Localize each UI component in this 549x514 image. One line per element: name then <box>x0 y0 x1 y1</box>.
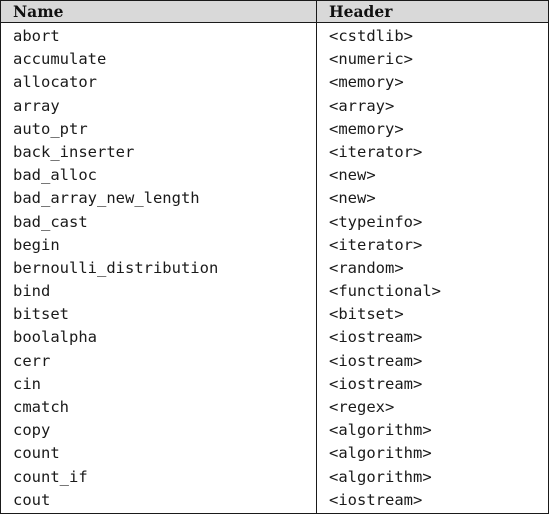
cell-name: copy <box>13 421 51 440</box>
table-row: bind <functional> <box>1 280 548 303</box>
cell-name: auto_ptr <box>13 119 88 138</box>
cell-header: <iterator> <box>329 142 423 161</box>
table-row: auto_ptr <memory> <box>1 118 548 141</box>
table-row: back_inserter <iterator> <box>1 141 548 164</box>
table-row: bad_array_new_length <new> <box>1 187 548 210</box>
table-row: count <algorithm> <box>1 442 548 465</box>
table-row: cout <iostream> <box>1 489 548 512</box>
cell-header: <regex> <box>329 398 395 416</box>
table-row: copy <algorithm> <box>1 419 548 442</box>
table-row: bad_alloc <new> <box>1 164 548 187</box>
cell-name: accumulate <box>13 50 107 69</box>
cell-name: allocator <box>13 73 97 92</box>
cell-name: count <box>13 444 60 463</box>
cell-name: boolalpha <box>13 328 97 347</box>
cell-name: bernoulli_distribution <box>13 258 219 277</box>
table-row: accumulate <numeric> <box>1 48 548 71</box>
cell-header: <bitset> <box>329 305 404 324</box>
table-row: count_if <algorithm> <box>1 466 548 489</box>
column-header-header: Header <box>329 2 393 21</box>
cell-header: <numeric> <box>329 50 413 69</box>
cell-name: bitset <box>13 305 69 324</box>
table-row: cmatch <regex> <box>1 396 548 419</box>
table-row: allocator <memory> <box>1 71 548 94</box>
cell-header: <iostream> <box>329 328 423 347</box>
cell-name: bind <box>13 282 51 301</box>
cell-name: count_if <box>13 467 88 486</box>
cell-name: bad_alloc <box>13 166 97 185</box>
table-row: bad_cast <typeinfo> <box>1 211 548 234</box>
cell-header: <iostream> <box>329 374 423 393</box>
table-header-row: Name Header <box>1 1 548 23</box>
cell-header: <memory> <box>329 119 404 138</box>
cell-header: <new> <box>329 189 376 208</box>
cell-header: <memory> <box>329 73 404 92</box>
cell-name: cin <box>13 374 41 393</box>
cell-header: <iostream> <box>329 490 423 509</box>
cell-name: bad_cast <box>13 212 88 231</box>
cell-name: cerr <box>13 351 51 370</box>
cell-name: begin <box>13 235 60 254</box>
table-row: bitset <bitset> <box>1 303 548 326</box>
cell-header: <new> <box>329 166 376 185</box>
cell-header: <algorithm> <box>329 467 432 486</box>
table-row: boolalpha <iostream> <box>1 326 548 349</box>
table-row: cerr <iostream> <box>1 350 548 373</box>
column-divider <box>316 1 317 513</box>
table-row: bernoulli_distribution <random> <box>1 257 548 280</box>
cell-header: <algorithm> <box>329 444 432 463</box>
cell-name: abort <box>13 27 60 45</box>
cell-header: <iterator> <box>329 235 423 254</box>
cell-name: back_inserter <box>13 142 135 161</box>
cell-header: <functional> <box>329 282 441 301</box>
column-header-name: Name <box>13 2 64 21</box>
table-row: begin <iterator> <box>1 234 548 257</box>
table-body: abort <cstdlib> accumulate <numeric> allocat… <box>1 25 548 512</box>
cell-name: cmatch <box>13 398 69 416</box>
table-row: cin <iostream> <box>1 373 548 396</box>
cell-header: <algorithm> <box>329 421 432 440</box>
cell-name: cout <box>13 490 51 509</box>
cell-name: bad_array_new_length <box>13 189 200 208</box>
table-row: array <array> <box>1 95 548 118</box>
cell-header: <cstdlib> <box>329 27 413 45</box>
table-row: abort <cstdlib> <box>1 25 548 48</box>
cell-header: <array> <box>329 96 395 115</box>
cell-name: array <box>13 96 60 115</box>
cell-header: <random> <box>329 258 404 277</box>
cell-header: <typeinfo> <box>329 212 423 231</box>
cell-header: <iostream> <box>329 351 423 370</box>
